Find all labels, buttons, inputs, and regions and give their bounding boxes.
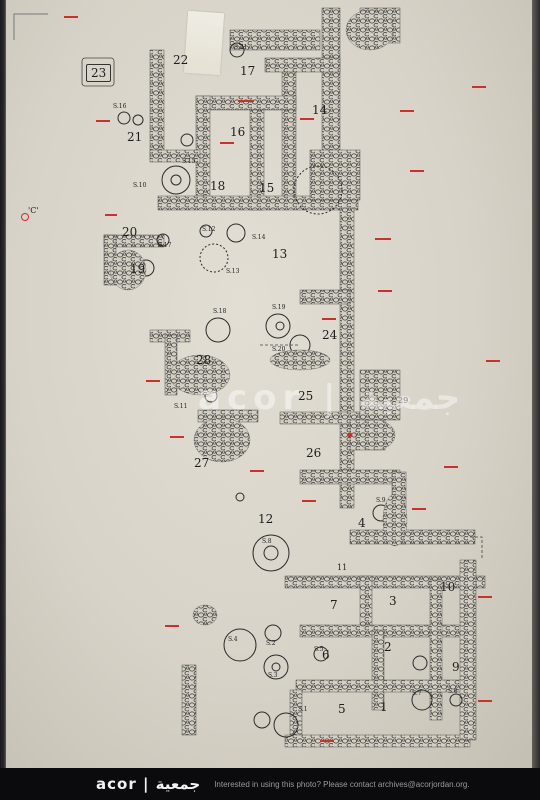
corner-guide [13, 13, 48, 40]
rubble-clusters [109, 9, 408, 626]
room-number: 19 [130, 262, 146, 276]
room-number: 27 [194, 456, 210, 470]
room-number: 6 [322, 648, 330, 662]
room-number: 29 [398, 396, 409, 405]
room-number: 15 [259, 181, 275, 195]
acor-watermark: acor | جمعية [198, 378, 461, 418]
room-number: 3 [389, 594, 397, 608]
space-label: S.18 [213, 308, 227, 315]
room-number: 12 [258, 512, 274, 526]
room-number: 9 [452, 660, 460, 674]
credit-footer: acor | جمعية Interested in using this ph… [0, 768, 540, 800]
room-number: 1 [380, 700, 388, 714]
footer-message: Interested in using this photo? Please c… [214, 779, 376, 789]
room-number: 28 [196, 353, 212, 367]
room-number: 20 [122, 225, 138, 239]
section-marker-c: 'C' [28, 206, 39, 215]
room-number: 24 [322, 328, 338, 342]
space-label: S.8 [262, 538, 272, 545]
space-label: S.11 [174, 403, 188, 410]
space-label: S.20 [272, 346, 286, 353]
space-label: S.16 [113, 103, 127, 110]
room-number: 26 [306, 446, 322, 460]
room-number: 14 [312, 103, 328, 117]
space-label: S.13 [226, 268, 240, 275]
space-label: S.4 [228, 636, 238, 643]
space-label: S.3 [268, 672, 278, 679]
room-number: 13 [272, 247, 288, 261]
space-label: S.12 [202, 226, 216, 233]
footer-credit-text: Interested in using this photo? Please c… [214, 780, 469, 789]
dashed-outlines [81, 57, 483, 560]
room-number: 7 [330, 598, 338, 612]
room-number: 11 [337, 563, 348, 572]
room-number: 17 [240, 64, 256, 78]
room-number: 21 [127, 130, 143, 144]
room-number: 16 [230, 125, 246, 139]
room-number: 22 [173, 53, 189, 67]
acor-logo: acor | جمعية [96, 775, 201, 793]
space-label: S.19 [272, 304, 286, 311]
room-number: 25 [298, 389, 314, 403]
archival-photo: 1 2 3 4 5 6 7 9 10 11 12 13 14 15 16 17 … [0, 0, 540, 768]
room-number: 18 [210, 179, 226, 193]
site-plan-drawing [13, 7, 500, 748]
space-label: S.10 [133, 182, 147, 189]
space-label: S.14 [252, 234, 266, 241]
space-label: S.21 [234, 44, 248, 51]
room-number: 2 [384, 640, 392, 654]
space-label: S.17 [158, 242, 172, 249]
space-label: S.9 [376, 497, 386, 504]
space-label: S.5 [314, 646, 324, 653]
room-number: 23 [86, 64, 112, 82]
contact-email-link[interactable]: archives@acorjordan.org. [377, 779, 470, 789]
space-label: S.7 [412, 690, 422, 697]
red-annotations [21, 16, 500, 742]
space-label: S.2 [266, 640, 276, 647]
room-number: 10 [440, 580, 456, 594]
space-label: S.15 [182, 158, 196, 165]
circular-features [117, 42, 463, 738]
space-label: S.1 [298, 706, 308, 713]
room-number: 5 [338, 702, 346, 716]
room-number: 4 [358, 516, 366, 530]
space-label: S.6 [448, 688, 458, 695]
